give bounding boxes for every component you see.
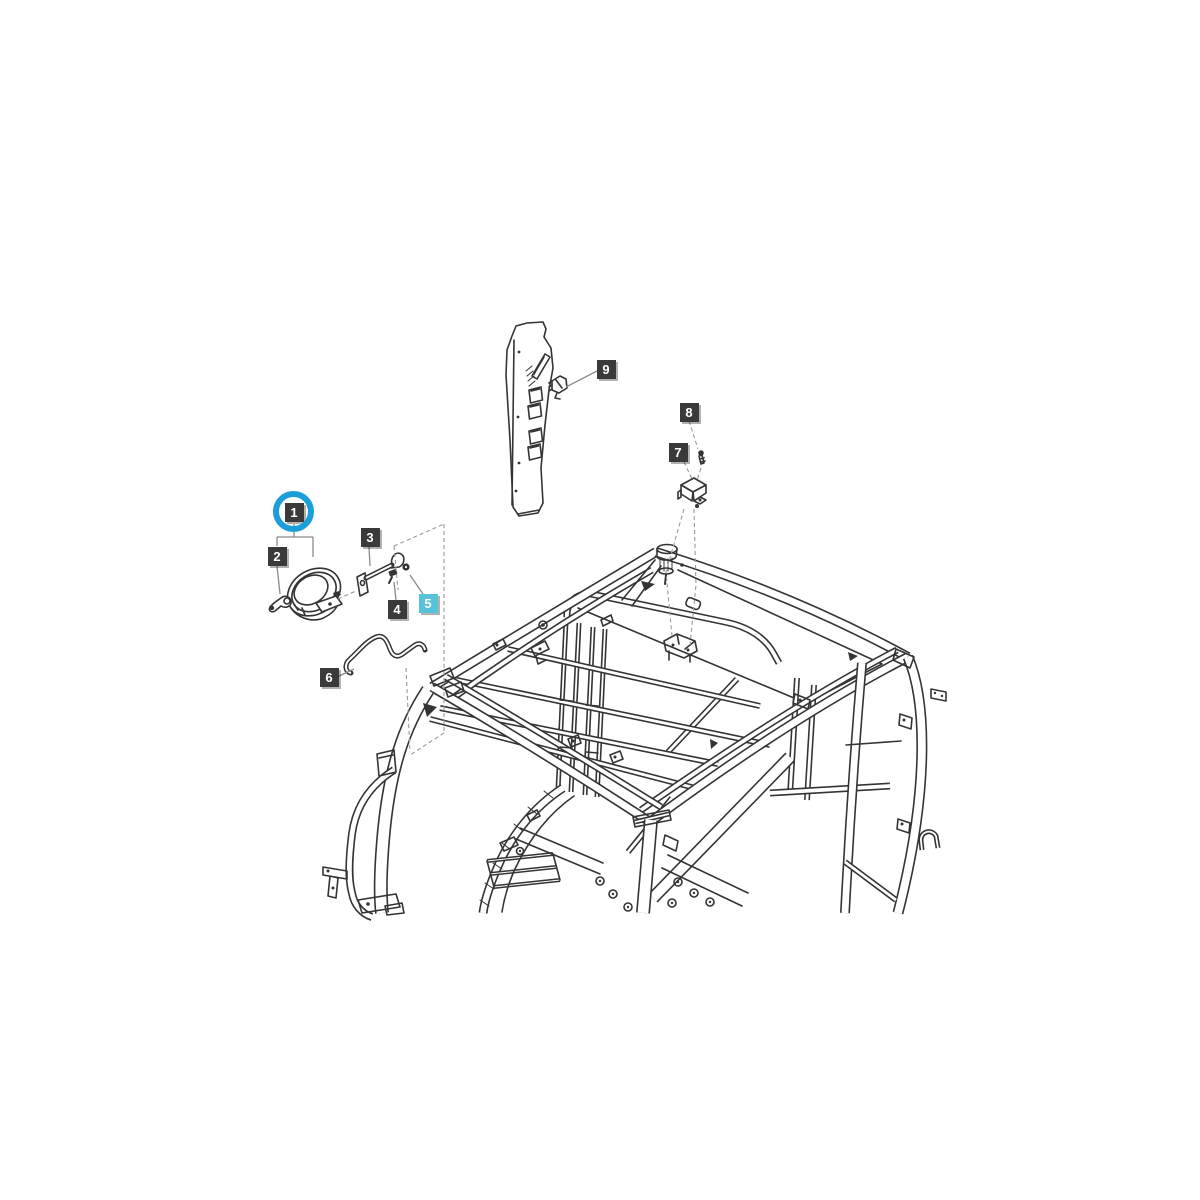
clip-part-9	[548, 375, 568, 400]
part-label-6: 6	[319, 667, 339, 687]
bolt-part-4	[388, 569, 398, 584]
switch-holes	[527, 386, 544, 461]
dashed-lines	[337, 420, 702, 756]
part-label-9: 9	[596, 359, 616, 379]
bolt-dots	[326, 563, 944, 906]
part-label-2: 2	[267, 546, 287, 566]
part-label-5: 5	[418, 593, 438, 613]
pillar-trim-panel	[505, 321, 554, 517]
nut-part-5	[402, 563, 410, 571]
cab-frame-tubes	[345, 547, 941, 921]
part-label-3: 3	[360, 527, 380, 547]
part-label-7: 7	[668, 442, 688, 462]
part-label-4: 4	[387, 599, 407, 619]
cab-frame-details	[322, 543, 947, 916]
callout-circle	[273, 491, 314, 532]
screw-part-8	[698, 450, 706, 465]
panel-screws	[515, 846, 715, 912]
bulb-part-2	[268, 595, 292, 613]
work-lamp-part-1	[286, 567, 343, 621]
part-label-8: 8	[679, 402, 699, 422]
harness-part-6	[343, 633, 428, 676]
bracket-part-3	[356, 552, 405, 597]
sensor-part-7	[677, 477, 707, 508]
